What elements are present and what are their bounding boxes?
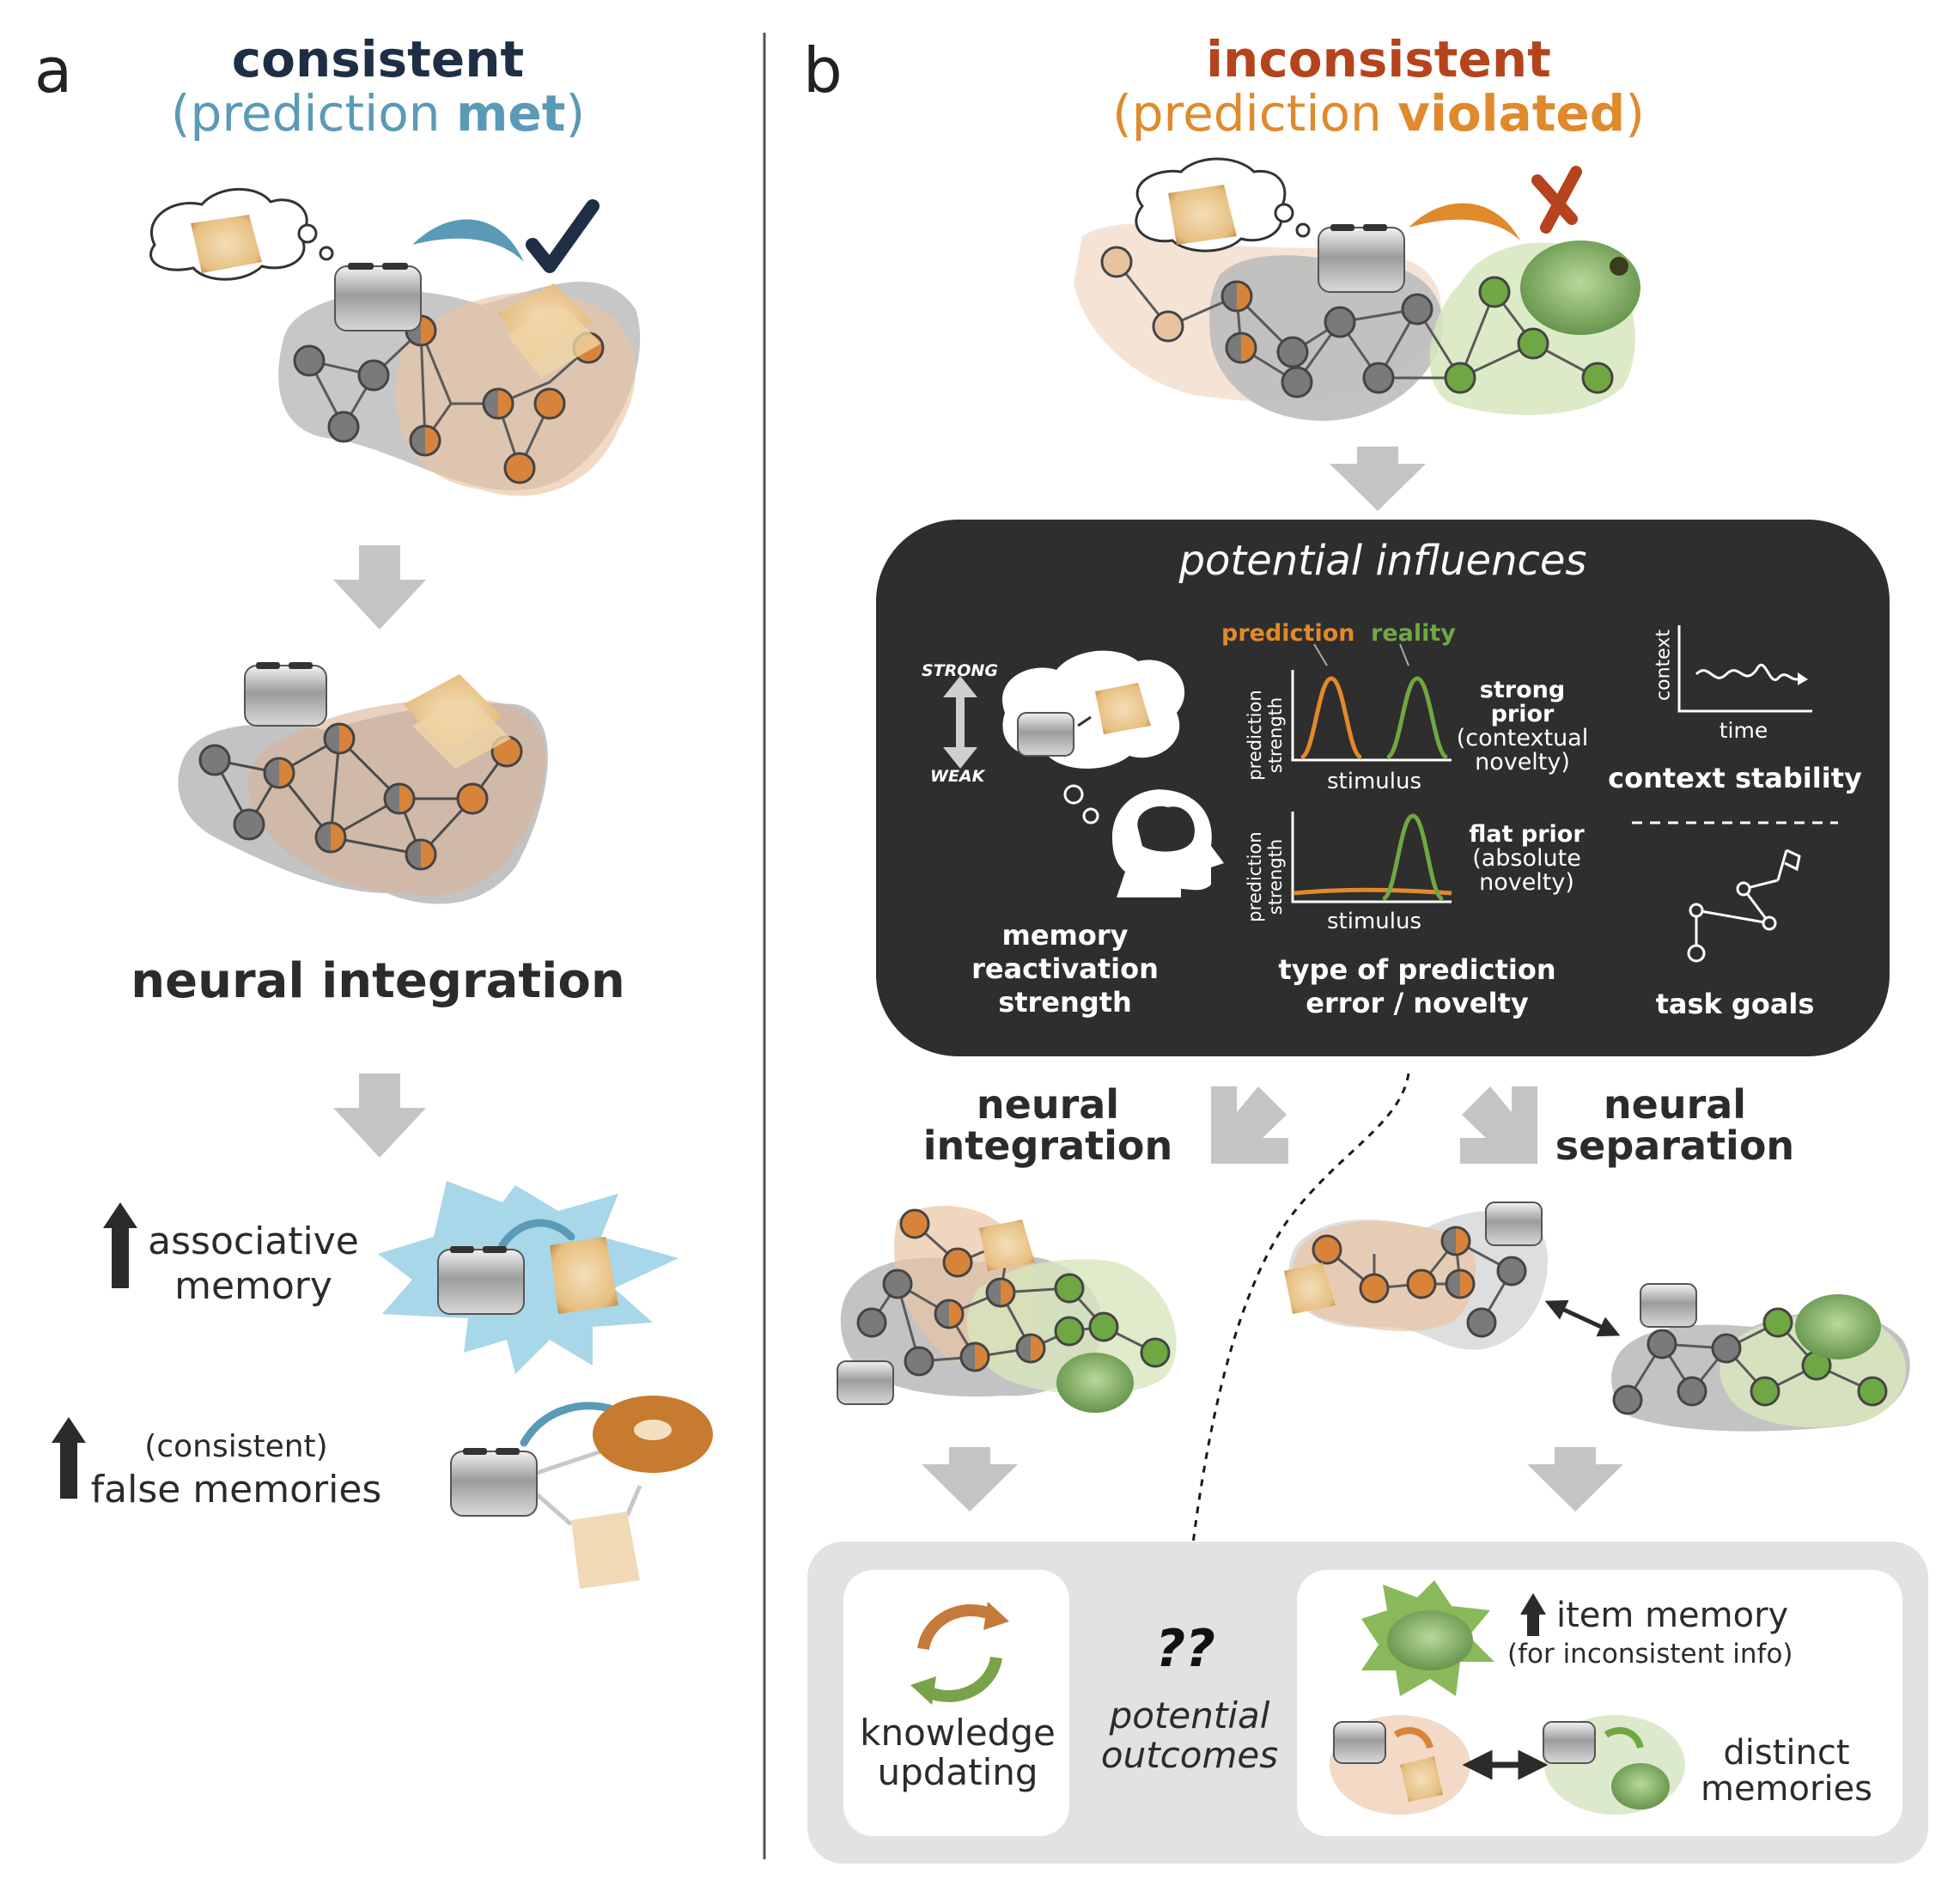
outcomes-box — [807, 1542, 1928, 1864]
panel-a-top-network — [149, 187, 641, 496]
question-marks: ?? — [1155, 1619, 1215, 1679]
panel-b-subtitle: (prediction violated) — [1056, 86, 1701, 141]
x-axis-label-2: stimulus — [1326, 909, 1422, 934]
panel-b-letter: b — [803, 34, 843, 106]
task-goals-label: task goals — [1655, 988, 1815, 1020]
integration-network — [837, 1205, 1177, 1413]
flat-prior-label: flat prior (absolute novelty) — [1452, 823, 1602, 895]
context-plot — [1677, 625, 1812, 713]
memory-line3: strength — [998, 986, 1132, 1019]
separation-line2: separation — [1555, 1122, 1795, 1169]
panel-a-outcomes — [52, 1181, 713, 1589]
panel-a-title-main: consistent — [231, 30, 525, 88]
strong-weak-arrow — [943, 676, 977, 769]
panel-b-title-main: inconsistent — [1206, 30, 1551, 88]
panel-a-subtitle-open: (prediction — [170, 84, 456, 143]
strong-prior-line3: novelty) — [1475, 749, 1570, 776]
pe-line2: error / novelty — [1306, 987, 1529, 1019]
panel-b-subtitle-emph: violated — [1397, 84, 1626, 143]
prediction-curve-flat — [1293, 887, 1452, 896]
knowledge-updating-label: knowledge updating — [850, 1713, 1065, 1792]
integration-line2: integration — [922, 1122, 1173, 1169]
reality-curve-strong — [1385, 676, 1449, 760]
strong-prior-plot — [1291, 670, 1452, 762]
item-memory-line2: (for inconsistent info) — [1507, 1639, 1793, 1670]
y-axis-label-1: prediction strength — [1245, 690, 1286, 781]
panel-a-step-label: neural integration — [131, 953, 625, 1009]
panel-a-subtitle-emph: met — [455, 84, 566, 143]
influences-title: potential influences — [1178, 537, 1587, 585]
panel-a-outcome-1: associative memory — [137, 1220, 369, 1309]
potential-line1: potential — [1109, 1694, 1270, 1737]
x-axis-label-1: stimulus — [1326, 769, 1422, 794]
pe-line1: type of prediction — [1278, 953, 1556, 986]
outcome-1-line2: memory — [174, 1264, 332, 1308]
flat-prior-line3: novelty) — [1479, 869, 1574, 896]
arrow-to-separation — [1460, 1086, 1537, 1164]
memory-reactivation-label: memory reactivation strength — [971, 919, 1160, 1019]
distinct-line2: memories — [1700, 1769, 1873, 1809]
panel-a-outcome-2: (consistent) false memories — [86, 1426, 387, 1512]
panel-a-title: consistent (prediction met) — [120, 33, 636, 141]
strong-prior-line1: strong prior — [1479, 677, 1566, 727]
flat-prior-line1: flat prior — [1469, 821, 1585, 848]
flat-prior-plot — [1291, 812, 1452, 903]
outcome-2-line2: false memories — [90, 1468, 382, 1512]
panel-a-subtitle-close: ) — [565, 84, 586, 143]
strong-label: STRONG — [922, 661, 998, 680]
prediction-label: prediction — [1221, 620, 1355, 647]
distinct-memories-label: distinct memories — [1692, 1735, 1881, 1807]
potential-line2: outcomes — [1100, 1734, 1279, 1776]
weak-label: WEAK — [930, 767, 985, 786]
item-memory-line1: item memory — [1556, 1596, 1789, 1635]
distinct-line1: distinct — [1723, 1733, 1850, 1773]
panel-b-subtitle-open: (prediction — [1112, 84, 1398, 143]
context-stability-label: context stability — [1608, 762, 1862, 794]
panel-b-subtitle-close: ) — [1625, 84, 1645, 143]
neural-integration-label: neural integration — [919, 1084, 1177, 1166]
prediction-curve-strong — [1300, 676, 1363, 760]
panel-b-top-network — [1074, 157, 1640, 421]
panel-b-title: inconsistent (prediction violated) — [1056, 33, 1701, 141]
prediction-error-label: type of prediction error / novelty — [1263, 953, 1572, 1020]
panel-a-down-arrows — [333, 545, 426, 1158]
context-y-label: context — [1653, 630, 1675, 701]
reality-label: reality — [1371, 620, 1456, 647]
panel-a-subtitle: (prediction met) — [120, 86, 636, 141]
potential-outcomes-label: potential outcomes — [1078, 1696, 1301, 1775]
panel-b-down-arrow-1 — [1330, 447, 1426, 511]
strong-prior-line2: (contextual — [1456, 725, 1589, 751]
recycle-icon — [910, 1602, 1009, 1705]
knowledge-line2: updating — [877, 1751, 1038, 1793]
y-axis-label-2: prediction strength — [1245, 831, 1286, 922]
dashed-path — [1188, 1073, 1410, 1572]
memory-line2: reactivation — [971, 952, 1159, 985]
neural-separation-label: neural separation — [1546, 1084, 1804, 1166]
integration-line1: neural — [976, 1081, 1120, 1128]
panel-a-letter: a — [34, 34, 73, 106]
separation-network — [1284, 1201, 1910, 1432]
context-x-label: time — [1719, 718, 1768, 743]
knowledge-line1: knowledge — [860, 1712, 1056, 1754]
strong-prior-label: strong prior (contextual novelty) — [1447, 678, 1598, 775]
flat-prior-line2: (absolute — [1472, 845, 1581, 872]
panel-a-middle-network — [178, 662, 548, 904]
panel-b-down-arrows — [922, 1447, 1623, 1512]
memory-line1: memory — [1001, 919, 1129, 952]
arrow-to-integration — [1211, 1086, 1288, 1164]
outcome-2-line1: (consistent) — [144, 1429, 328, 1464]
reality-curve-flat — [1381, 813, 1445, 902]
separation-line1: neural — [1603, 1081, 1747, 1128]
influences-box — [876, 520, 1890, 1056]
outcome-1-line1: associative — [148, 1220, 359, 1263]
